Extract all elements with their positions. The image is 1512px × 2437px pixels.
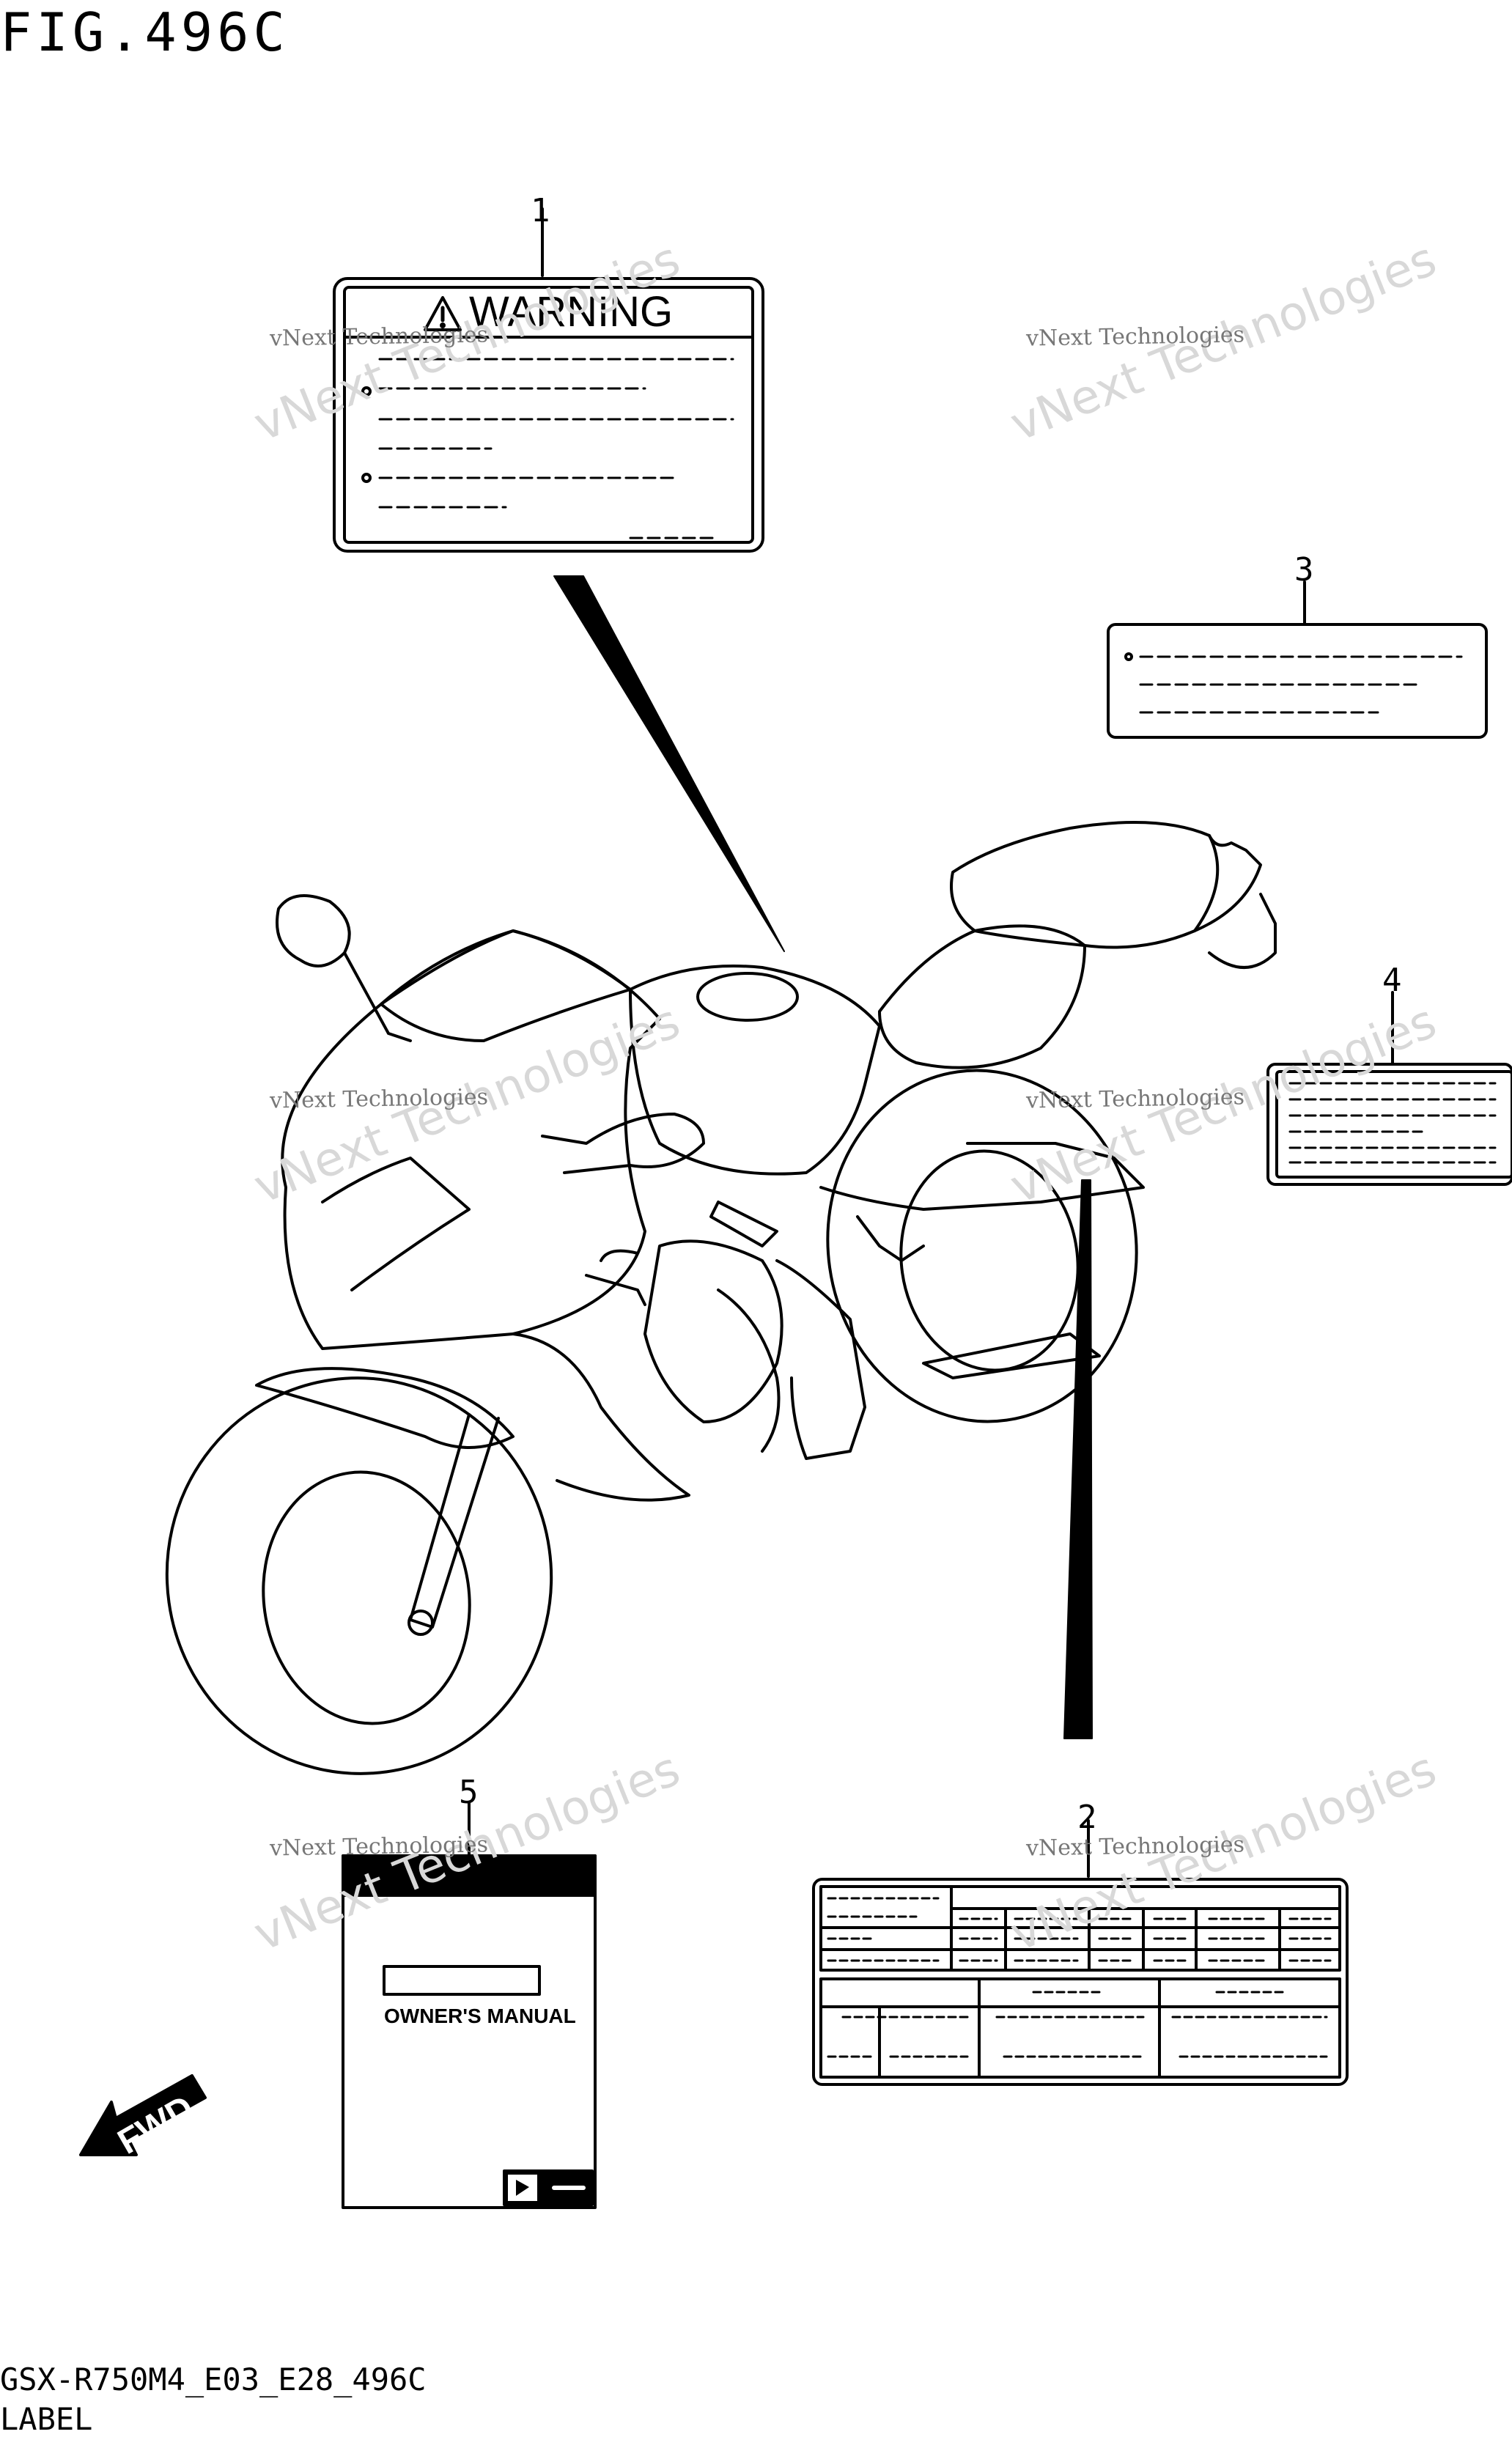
spec-label-2 [812, 1878, 1349, 2086]
warning-triangle-icon [424, 296, 462, 331]
label-4 [1266, 1063, 1512, 1186]
warning-label-1 [333, 277, 764, 553]
warning-heading: WARNING [469, 288, 674, 336]
owners-manual-5 [342, 1854, 597, 2209]
manual-title: OWNER'S MANUAL [384, 2005, 576, 2027]
footer-section-label: LABEL [0, 2401, 93, 2437]
suzuki-logo-icon [506, 2173, 539, 2202]
callout-1: 1 [531, 192, 550, 229]
motorcycle-outline [165, 821, 1277, 1775]
pointer-2 [1063, 1179, 1093, 1739]
pointer-1 [553, 575, 785, 952]
fwd-arrow-icon [79, 2074, 207, 2156]
figure-title: FIG.496C [0, 1, 290, 63]
footer-model-code: GSX-R750M4_E03_E28_496C [0, 2362, 427, 2397]
label-3 [1107, 623, 1488, 739]
